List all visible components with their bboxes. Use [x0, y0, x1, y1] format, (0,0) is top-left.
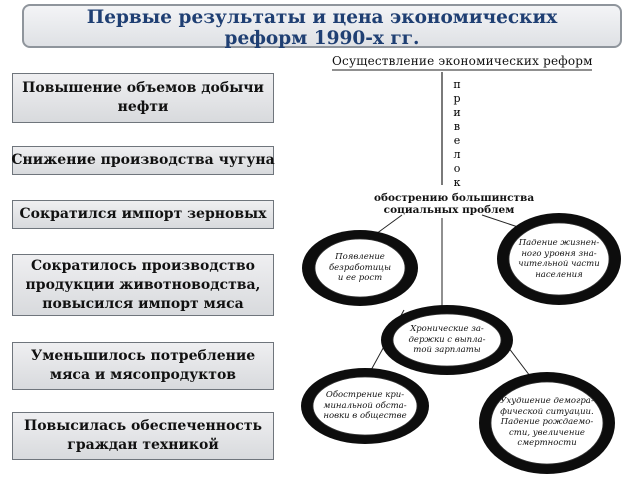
- vertical-word-letter: и: [453, 106, 461, 119]
- fact-box-livestock: Сократилось производство продукции живот…: [12, 254, 274, 316]
- problem-text-unemployment: Появление безработицы и ее рост: [328, 252, 392, 283]
- fact-box-meat: Уменьшилось потребление мяса и мясопроду…: [12, 342, 274, 390]
- fact-text: Сократился импорт зерновых: [19, 206, 267, 222]
- vertical-word-letter: к: [453, 176, 461, 189]
- fact-text: Уменьшилось потребление мяса и мясопроду…: [30, 348, 256, 383]
- problem-oval-crime-inner: [312, 376, 418, 436]
- fact-text: Повышение объемов добычи нефти: [22, 80, 264, 115]
- slide-title: Первые результаты и цена экономических р…: [22, 4, 622, 49]
- problem-oval-wage-delays-inner: [392, 313, 502, 367]
- reform-consequences-diagram: Осуществление экономических реформ п р и…: [292, 50, 632, 478]
- problem-text-living-standard: Падение жизнен- ного уровня зна- чительн…: [518, 238, 600, 280]
- diagram-header: Осуществление экономических реформ: [332, 54, 593, 68]
- fact-text: Снижение производства чугуна: [11, 152, 275, 168]
- diagram-result: обострению большинства социальных пробле…: [374, 192, 535, 216]
- slide-title-line-1: Первые результаты и цена экономических: [86, 7, 558, 28]
- fact-text: Сократилось производство продукции живот…: [25, 257, 261, 312]
- vertical-word-letter: е: [453, 134, 461, 147]
- vertical-word-letter: в: [453, 120, 461, 133]
- problem-oval-living-standard-inner: [508, 222, 610, 296]
- fact-text: Повысилась обеспеченность граждан техник…: [23, 418, 263, 453]
- problem-oval-unemployment-inner: [314, 238, 406, 298]
- fact-box-technics: Повысилась обеспеченность граждан техник…: [12, 412, 274, 460]
- vertical-word-letter: л: [453, 148, 461, 161]
- diagram-graphics: [301, 69, 621, 474]
- vertical-word-letter: р: [453, 92, 461, 105]
- problem-text-crime: Обострение кри- минальной обста- новки в…: [323, 390, 407, 421]
- fact-box-grain: Сократился импорт зерновых: [12, 200, 274, 229]
- fact-box-oil: Повышение объемов добычи нефти: [12, 73, 274, 123]
- vertical-word-letter: о: [453, 162, 461, 175]
- problem-text-demography: Ухудшение демогра- фической ситуации. Па…: [500, 396, 594, 448]
- problem-oval-demography-inner: [490, 381, 604, 465]
- slide-title-line-2: реформ 1990-х гг.: [224, 28, 420, 49]
- vertical-word-letter: п: [453, 78, 461, 91]
- fact-box-iron: Снижение производства чугуна: [11, 146, 275, 175]
- problem-text-wage-delays: Хронические за- держки с выпла- той зарп…: [408, 324, 486, 355]
